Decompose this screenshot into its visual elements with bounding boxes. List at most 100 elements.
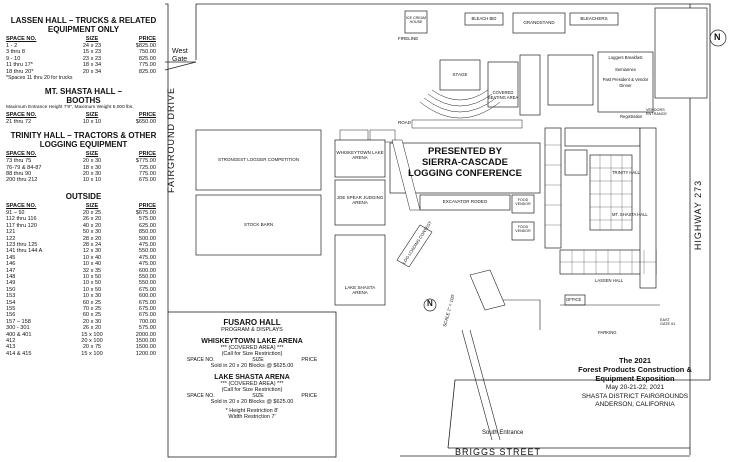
col-space: SPACE NO. (186, 357, 215, 363)
grandstand (512, 12, 566, 34)
semi-annex-line: Semiannex (615, 67, 636, 72)
fusaro-subtitle: PROGRAM & DISPLAYS (221, 327, 283, 333)
trinity-hall-label: TRINITY HALL (612, 170, 640, 175)
size-cell: 50 x 30 (82, 229, 102, 236)
space-cell: 18 thru 20* (6, 68, 34, 75)
bleach-bid-label: BLEACH BID (471, 16, 497, 21)
vendors-entrance-label: VENDORS ENTRANCE (646, 108, 667, 116)
logging-conference-line: LOGGING CONFERENCE (407, 168, 522, 179)
price-cell: 1500.00 (135, 338, 156, 344)
joe-spear-label: JOE SPEAR JUDGING ARENA (336, 195, 384, 205)
price-cell: 475.00 (138, 241, 156, 248)
price-cell: 600.00 (138, 293, 156, 300)
price-cell: 475.00 (138, 254, 156, 261)
col-size: SIZE (85, 36, 99, 42)
west-gate-line2: Gate (172, 56, 188, 63)
price-cell: 775.00 (138, 171, 156, 178)
size-cell: 20 x 34 (82, 68, 102, 75)
office-label: OFFICE (566, 297, 582, 302)
whiskeytown-call: (Call for Size Restriction) (221, 351, 283, 357)
event-line2: Forest Products Construction & (578, 365, 692, 374)
lassen-hall-label: LASSEN HALL (595, 278, 624, 283)
trinity-title-1: TRINITY HALL – TRACTORS & OTHER (10, 131, 157, 141)
space-cell: 3 thru 8 (6, 49, 25, 56)
west-gate-line1: West (172, 48, 188, 55)
side-stalls (654, 7, 708, 99)
space-cell: 412 (6, 338, 16, 344)
lassen-note: *Spaces 11 thru 20 for trucks (6, 75, 73, 82)
size-cell: 15 x 100 (81, 350, 103, 357)
lakeshasta-covered: *** (COVERED AREA) *** (220, 381, 284, 387)
price-cell: 675.00 (138, 312, 156, 319)
col-space: SPACE NO. (186, 393, 215, 399)
space-cell: 154 (6, 299, 16, 306)
space-cell: 123 thru 125 (6, 241, 38, 248)
outside-title: OUTSIDE (65, 191, 102, 201)
col-size: SIZE (85, 202, 99, 209)
lakeshasta-headers: SPACE NO. SIZE PRICE (168, 393, 336, 399)
space-cell: 200 thru 212 (6, 177, 38, 184)
size-cell: 60 x 25 (82, 299, 102, 306)
bleach-bid (464, 12, 504, 26)
road-label: ROAD (398, 120, 412, 125)
registration-label: Registration (620, 114, 643, 119)
grandstand-label: GRANDSTAND (523, 20, 555, 25)
price-cell: 675.00 (138, 177, 156, 184)
col-space: SPACE NO. (6, 111, 37, 118)
food-vendor-label-2: FOOD VENDOR (515, 225, 531, 233)
price-cell: 825.00 (138, 55, 156, 62)
shasta-header: SPACE NO. SIZE PRICE (6, 112, 161, 119)
whiskeytown-arena (334, 139, 386, 178)
size-cell: 10 x 40 (82, 254, 102, 261)
whiskeytown-headers: SPACE NO. SIZE PRICE (168, 357, 336, 363)
size-cell: 20 x 30 (82, 158, 102, 165)
price-cell: 675.00 (138, 286, 156, 293)
lake-shasta-arena-label: LAKE SHASTA ARENA (335, 285, 385, 295)
size-cell: 26 x 20 (82, 216, 102, 223)
compass-n-2: N (427, 299, 433, 308)
excavator-rodeo-label: EXCAVATOR RODEO (442, 199, 488, 204)
col-price: PRICE (301, 357, 318, 363)
ice-cream-house (404, 10, 428, 34)
size-cell: 10 x 10 (82, 118, 102, 125)
fusaro-hall-box: FUSARO HALL PROGRAM & DISPLAYS WHISKEYTO… (168, 318, 336, 420)
col-size: SIZE (85, 111, 99, 118)
space-cell: 157 – 158 (6, 318, 31, 325)
lakeshasta-title: LAKE SHASTA ARENA (214, 374, 290, 381)
price-cell: $825.00 (135, 43, 156, 49)
space-cell: 88 thru 90 (6, 171, 32, 178)
col-space: SPACE NO. (6, 202, 37, 209)
side-rooms (519, 54, 541, 116)
shasta-title-2: BOOTHS (66, 96, 101, 106)
space-cell: 76-79 & 84-87 (6, 164, 42, 171)
size-cell: 28 x 20 (82, 235, 102, 242)
joe-spear-arena (334, 179, 386, 226)
size-cell: 18 x 30 (82, 164, 102, 171)
trinity-section: TRINITY HALL – TRACTORS & OTHER LOGGING … (6, 131, 161, 184)
price-cell: 550.00 (138, 273, 156, 280)
space-cell: 413 (6, 344, 16, 351)
space-cell: 414 & 415 (6, 350, 32, 357)
price-cell: 575.00 (138, 325, 156, 332)
price-cell: $675.00 (135, 209, 156, 216)
space-cell: 73 thru 75 (6, 158, 32, 165)
east-gate-label: EAST GATE #1 (660, 318, 676, 326)
stage (439, 59, 481, 91)
